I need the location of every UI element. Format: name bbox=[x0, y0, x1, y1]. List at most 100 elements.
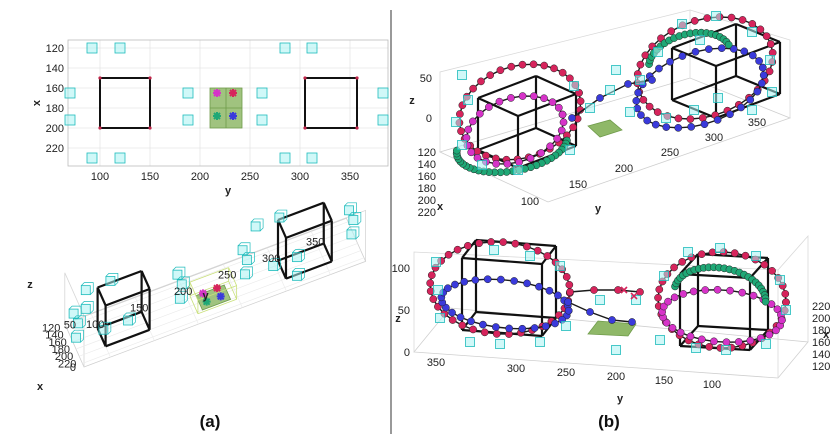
wire-frame-edge bbox=[276, 219, 288, 239]
drone-box bbox=[535, 337, 545, 347]
drone-box bbox=[344, 205, 354, 216]
drone-box bbox=[775, 275, 785, 285]
traj-magenta-point bbox=[749, 291, 758, 300]
traj-crimson-right-point bbox=[760, 260, 769, 269]
traj-magenta-point bbox=[679, 290, 688, 298]
traj-blue-point bbox=[700, 120, 709, 129]
drone-box bbox=[105, 275, 116, 286]
drone-box bbox=[348, 215, 359, 225]
traj-blue-point bbox=[451, 280, 459, 289]
wire-frame-edge bbox=[477, 126, 537, 152]
frame-corner bbox=[303, 76, 307, 80]
drone-box-edge bbox=[346, 226, 360, 240]
traj-magenta-point bbox=[659, 302, 668, 311]
traj-magenta-point bbox=[467, 148, 476, 157]
y-tick-label: 350 bbox=[306, 236, 324, 248]
traj-magenta-point bbox=[701, 286, 710, 294]
drone-box-edge bbox=[81, 300, 94, 314]
drone-marker bbox=[213, 112, 221, 120]
z-axis-label: z bbox=[27, 279, 33, 291]
traj-blue-point bbox=[554, 291, 562, 300]
drone-marker bbox=[229, 112, 237, 120]
traj-crimson-right-point bbox=[654, 293, 662, 302]
z-axis-label: z bbox=[395, 313, 401, 325]
traj-magenta-point bbox=[468, 117, 477, 126]
y-tick-label: 250 bbox=[557, 367, 575, 379]
y-axis-label: y bbox=[203, 290, 210, 302]
traj-crimson-point bbox=[448, 316, 457, 324]
drone-box bbox=[611, 345, 621, 355]
traj-magenta-point bbox=[554, 103, 563, 112]
traj-magenta-point bbox=[526, 154, 535, 163]
traj-magenta-point bbox=[492, 159, 500, 168]
frame-corner bbox=[303, 126, 307, 130]
drone-box bbox=[711, 11, 721, 21]
traj-magenta-point bbox=[686, 332, 695, 341]
drone-box bbox=[176, 279, 187, 290]
drone-box bbox=[256, 87, 268, 99]
x-tick-label: 140 bbox=[812, 349, 830, 361]
drone-box bbox=[433, 285, 443, 295]
y-tick-label: 100 bbox=[86, 319, 104, 331]
traj-crimson-point bbox=[569, 123, 578, 132]
traj-bridge-point bbox=[624, 80, 632, 88]
y-tick-label: 200 bbox=[174, 286, 192, 298]
x-axis-label: x bbox=[37, 381, 44, 393]
traj-magenta-point bbox=[557, 126, 566, 135]
y-tick-label: 120 bbox=[46, 43, 64, 55]
z-tick-label: 50 bbox=[64, 320, 76, 332]
drone-box bbox=[715, 243, 725, 253]
frame-corner bbox=[148, 126, 152, 130]
x-tick-label: 150 bbox=[141, 171, 159, 183]
drone-box bbox=[585, 103, 595, 113]
drone-box bbox=[237, 245, 248, 256]
caption-a: (a) bbox=[200, 412, 221, 431]
drone-box bbox=[123, 315, 133, 326]
wire-frame-edge bbox=[475, 310, 557, 320]
traj-crimson-right-point bbox=[756, 25, 765, 34]
x-tick-label: 140 bbox=[418, 159, 436, 171]
drone-box bbox=[525, 251, 535, 261]
traj-magenta-point bbox=[507, 94, 515, 102]
y-tick-label: 150 bbox=[569, 179, 587, 191]
traj-blue-point bbox=[687, 123, 696, 131]
z-tick-label: 0 bbox=[70, 362, 76, 374]
traj-blue-point bbox=[530, 324, 539, 332]
y-tick-label: 150 bbox=[655, 375, 673, 387]
traj-blue-point bbox=[492, 323, 500, 331]
end-marker bbox=[620, 286, 628, 294]
drone-box bbox=[635, 75, 645, 85]
x-tick-label: 200 bbox=[55, 351, 73, 363]
traj-bridge-top-point bbox=[566, 288, 574, 296]
x-tick-label: 200 bbox=[812, 313, 830, 325]
drone-box bbox=[268, 261, 279, 271]
drone-box-edge bbox=[268, 258, 282, 271]
drone-box bbox=[256, 114, 268, 126]
traj-magenta-point bbox=[548, 98, 557, 107]
drone-box bbox=[713, 93, 723, 103]
traj-blue-point bbox=[510, 277, 518, 285]
drone-box-edge bbox=[71, 329, 84, 343]
drone-box bbox=[747, 27, 757, 37]
traj-blue-point bbox=[523, 279, 531, 288]
wire-frame-edge bbox=[735, 22, 781, 44]
pad-enclosure bbox=[197, 285, 237, 301]
traj-crimson-point bbox=[464, 241, 472, 250]
x-tick-label: 160 bbox=[48, 337, 66, 349]
drone-marker bbox=[198, 289, 207, 298]
traj-crimson-right-point bbox=[738, 16, 747, 24]
x-axis-label: x bbox=[823, 329, 830, 341]
pad-enclosure bbox=[189, 267, 229, 283]
traj-magenta-point bbox=[773, 305, 782, 314]
traj-blue-point bbox=[748, 51, 757, 60]
drone-marker bbox=[216, 292, 225, 301]
traj-crimson-right-point bbox=[667, 27, 676, 36]
drone-box bbox=[569, 81, 579, 91]
drone-box bbox=[377, 87, 389, 99]
traj-magenta-point bbox=[515, 158, 523, 166]
x-tick-label: 220 bbox=[812, 301, 830, 313]
drone-box bbox=[659, 271, 669, 281]
wire-frame-edge bbox=[671, 74, 737, 102]
drone-box bbox=[68, 308, 79, 319]
drone-box bbox=[86, 152, 98, 164]
